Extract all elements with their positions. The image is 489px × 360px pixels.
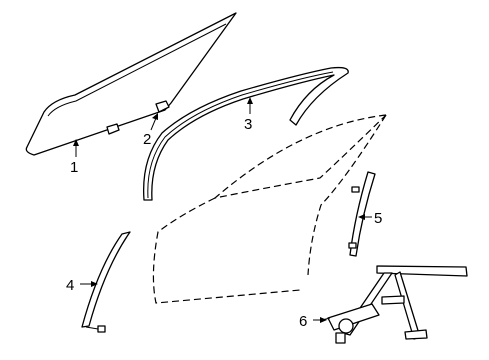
door-frame-outline — [152, 114, 387, 304]
callout-5: 5 — [374, 210, 382, 227]
part-3-run-channel — [142, 66, 349, 201]
part-2-glass-bracket — [106, 100, 170, 135]
callout-1: 1 — [70, 159, 78, 176]
part-5-rear-channel — [348, 171, 376, 257]
part-1-door-glass — [25, 12, 237, 156]
callout-3: 3 — [244, 116, 252, 133]
callout-6: 6 — [299, 313, 307, 330]
callout-2: 2 — [143, 131, 151, 148]
part-6-window-regulator — [321, 265, 468, 344]
part-4-front-channel — [81, 231, 131, 333]
callout-4: 4 — [66, 277, 74, 294]
leader-lines — [73, 97, 372, 323]
